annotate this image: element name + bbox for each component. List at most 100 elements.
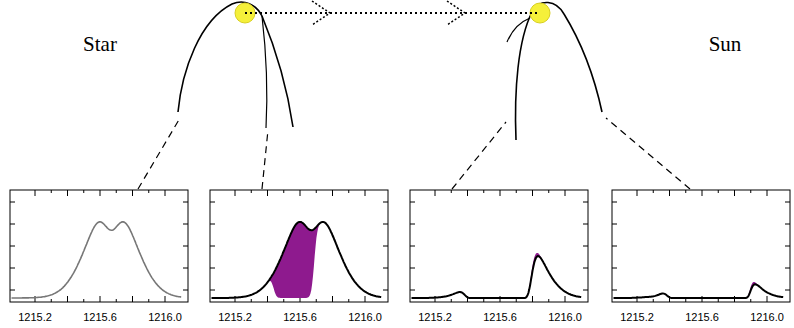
axis-tick — [10, 268, 15, 269]
axis-tick — [83, 190, 84, 193]
absorption-fill — [412, 253, 582, 298]
axis-tick — [516, 299, 517, 302]
axis-tick — [467, 190, 468, 196]
axis-tick — [718, 190, 719, 193]
axis-tick — [516, 190, 517, 193]
axis-tick — [612, 246, 617, 247]
absorption-fill — [212, 222, 382, 298]
axis-tick — [183, 224, 188, 225]
axis-tick — [67, 190, 68, 196]
axis-tick — [734, 190, 735, 196]
axis-tick — [410, 246, 415, 247]
axis-tick — [116, 190, 117, 193]
axis-tick-label: 1215.2 — [620, 312, 654, 323]
axis-tick — [451, 190, 452, 193]
axis-tick — [785, 246, 790, 247]
axis-tick — [51, 190, 52, 193]
axis-tick — [183, 246, 188, 247]
axis-tick — [348, 190, 349, 193]
axis-tick — [35, 190, 36, 196]
axis-tick — [251, 190, 252, 193]
axis-tick — [210, 290, 215, 291]
axis-tick — [210, 246, 215, 247]
axis-tick — [51, 299, 52, 302]
panel-frame — [410, 190, 588, 302]
axis-tick — [10, 202, 15, 203]
axis-tick — [83, 299, 84, 302]
direction-chevron — [447, 1, 465, 25]
axis-tick — [210, 202, 215, 203]
axis-tick — [767, 190, 768, 196]
axis-tick — [583, 246, 588, 247]
axis-tick — [451, 299, 452, 302]
axis-tick — [653, 299, 654, 302]
axis-tick — [148, 190, 149, 193]
axis-tick — [785, 268, 790, 269]
panel-frame — [10, 190, 188, 302]
axis-tick-label: 1215.2 — [418, 312, 452, 323]
axis-tick — [165, 296, 166, 302]
axis-tick — [500, 190, 501, 196]
axis-tick-label: 1216.0 — [548, 312, 582, 323]
axis-tick-label: 1215.6 — [83, 312, 117, 323]
axis-tick — [165, 190, 166, 196]
axis-tick — [410, 224, 415, 225]
axis-tick — [67, 296, 68, 302]
axis-tick — [251, 299, 252, 302]
panel-frame — [612, 190, 790, 302]
axis-tick — [10, 290, 15, 291]
axis-tick — [210, 268, 215, 269]
axis-tick — [383, 202, 388, 203]
axis-tick — [132, 296, 133, 302]
axis-tick — [548, 190, 549, 193]
axis-tick-label: 1215.6 — [283, 312, 317, 323]
axis-tick — [267, 296, 268, 302]
axis-tick-label: 1215.6 — [483, 312, 517, 323]
line-profile — [412, 256, 582, 298]
line-profile — [212, 222, 382, 298]
axis-tick-label: 1215.2 — [218, 312, 252, 323]
axis-tick — [383, 290, 388, 291]
axis-tick — [410, 202, 415, 203]
axis-tick — [410, 290, 415, 291]
heliosphere-outline — [516, 2, 602, 140]
axis-tick — [283, 190, 284, 193]
axis-tick — [785, 290, 790, 291]
absorption-fill — [614, 282, 784, 298]
axis-tick — [383, 246, 388, 247]
axis-tick — [785, 224, 790, 225]
axis-tick-label: 1216.0 — [148, 312, 182, 323]
axis-tick — [767, 296, 768, 302]
axis-tick — [383, 268, 388, 269]
axis-tick — [702, 190, 703, 196]
axis-tick — [637, 190, 638, 196]
axis-tick — [750, 299, 751, 302]
panel-frame — [210, 190, 388, 302]
axis-tick — [100, 190, 101, 196]
line-profile — [614, 284, 784, 298]
axis-tick — [653, 190, 654, 193]
axis-tick — [316, 299, 317, 302]
axis-tick — [483, 190, 484, 193]
axis-tick — [183, 290, 188, 291]
axis-tick — [148, 299, 149, 302]
axis-tick-label: 1216.0 — [750, 312, 784, 323]
object-label: Star — [83, 34, 117, 55]
axis-tick — [565, 190, 566, 196]
axis-tick — [300, 190, 301, 196]
axis-tick — [348, 299, 349, 302]
axis-tick — [583, 268, 588, 269]
axis-tick — [267, 190, 268, 196]
axis-tick — [435, 190, 436, 196]
axis-tick — [583, 202, 588, 203]
direction-chevron — [312, 1, 330, 25]
axis-tick — [718, 299, 719, 302]
axis-tick — [612, 224, 617, 225]
axis-tick — [565, 296, 566, 302]
axis-tick — [332, 296, 333, 302]
axis-tick — [283, 299, 284, 302]
axis-tick — [532, 296, 533, 302]
axis-tick — [10, 246, 15, 247]
axis-tick-label: 1215.2 — [18, 312, 52, 323]
